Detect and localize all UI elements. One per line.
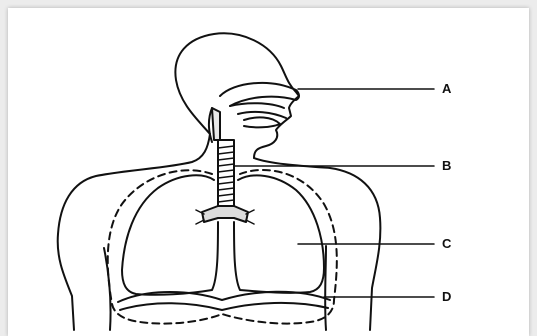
right-lung xyxy=(234,175,324,292)
tongue xyxy=(244,117,280,127)
bronchi xyxy=(202,206,248,222)
label-c: C xyxy=(442,237,451,251)
diaphragm xyxy=(118,292,330,302)
head-outline xyxy=(175,33,299,158)
label-b: B xyxy=(442,159,451,173)
label-d: D xyxy=(442,290,451,304)
pharynx xyxy=(212,108,220,140)
body-outline xyxy=(58,134,210,330)
label-a: A xyxy=(442,82,451,96)
diaphragm-lower xyxy=(120,303,328,310)
diagram-card: A B C D xyxy=(8,8,529,336)
left-lung xyxy=(122,175,218,294)
palate xyxy=(230,103,286,118)
